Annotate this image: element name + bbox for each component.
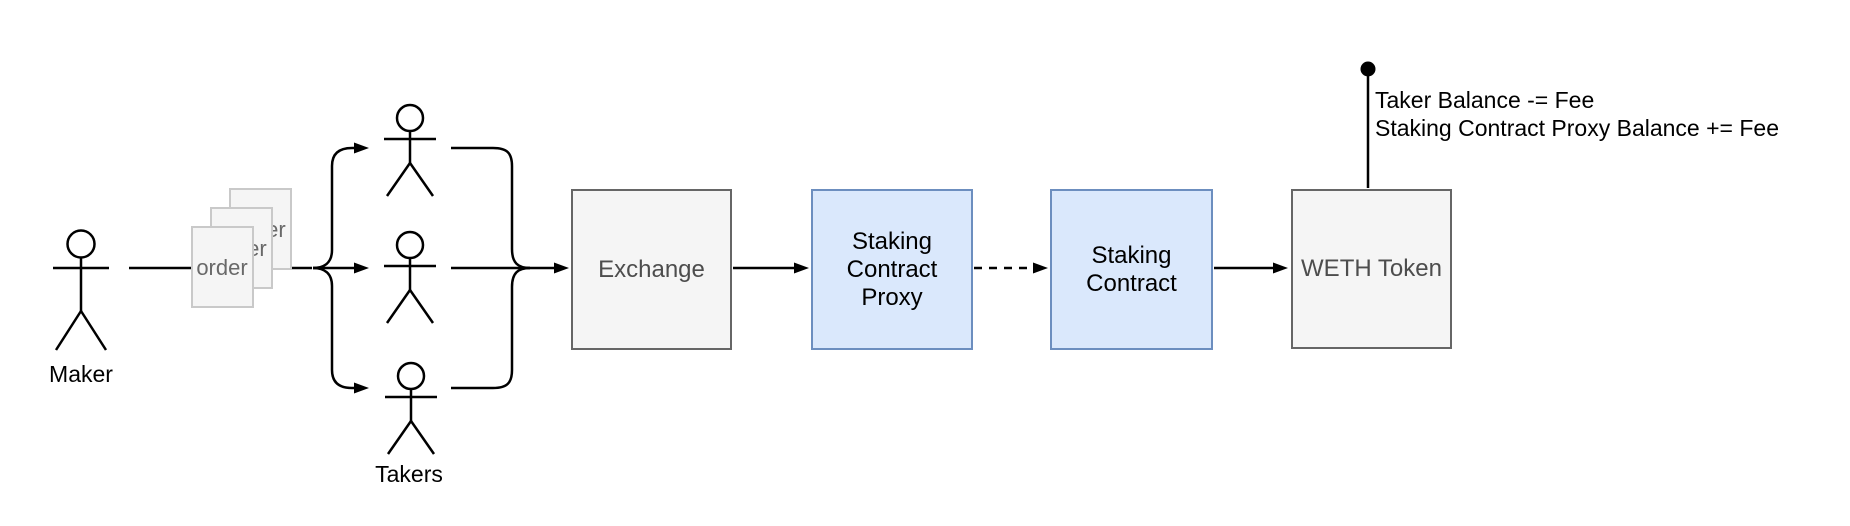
maker-legs — [54, 310, 108, 351]
taker2-figure — [384, 230, 436, 324]
taker2-legs — [385, 289, 435, 324]
taker1-figure — [384, 103, 436, 197]
node-staking-contract-label: Staking Contract — [1086, 241, 1177, 297]
edge-taker3-to-merge — [451, 266, 531, 390]
node-weth-token-label: WETH Token — [1301, 255, 1442, 282]
arrowhead-taker2 — [354, 262, 369, 274]
arrowhead-taker1 — [354, 142, 369, 154]
annotation-connector-dot — [1360, 61, 1376, 77]
arrowhead-weth — [1273, 262, 1288, 274]
taker1-head — [395, 103, 425, 133]
maker-head — [66, 229, 96, 259]
fanin-edges — [451, 146, 569, 390]
takers-label: Takers — [375, 461, 443, 487]
node-exchange-label: Exchange — [598, 255, 705, 283]
taker1-legs — [385, 162, 435, 197]
order-doc-front — [191, 226, 254, 308]
maker-label: Maker — [49, 361, 113, 387]
node-staking-contract-proxy: Staking Contract Proxy — [811, 189, 973, 350]
arrowhead-taker3 — [354, 382, 369, 394]
fanout-edges — [312, 142, 369, 394]
taker3-legs — [386, 420, 436, 455]
edge-taker1-to-merge — [451, 146, 531, 270]
taker3-figure — [385, 361, 437, 455]
maker-figure — [53, 229, 109, 351]
order-stack: order order order — [191, 188, 292, 308]
order-doc-front-label: order — [196, 255, 247, 280]
node-weth-token: WETH Token — [1291, 189, 1452, 349]
arrowhead-exchange — [554, 262, 569, 274]
arrowhead-proxy — [794, 262, 809, 274]
edge-orders-to-taker1 — [312, 146, 355, 270]
node-staking-contract-proxy-label: Staking Contract Proxy — [846, 227, 938, 311]
taker3-head — [396, 361, 426, 391]
edge-orders-to-taker3 — [312, 266, 355, 390]
node-staking-contract: Staking Contract — [1050, 189, 1213, 350]
taker2-head — [395, 230, 425, 260]
fee-annotation: Taker Balance -= Fee Staking Contract Pr… — [1375, 87, 1779, 141]
node-exchange: Exchange — [571, 189, 732, 350]
arrowhead-contract — [1033, 262, 1048, 274]
